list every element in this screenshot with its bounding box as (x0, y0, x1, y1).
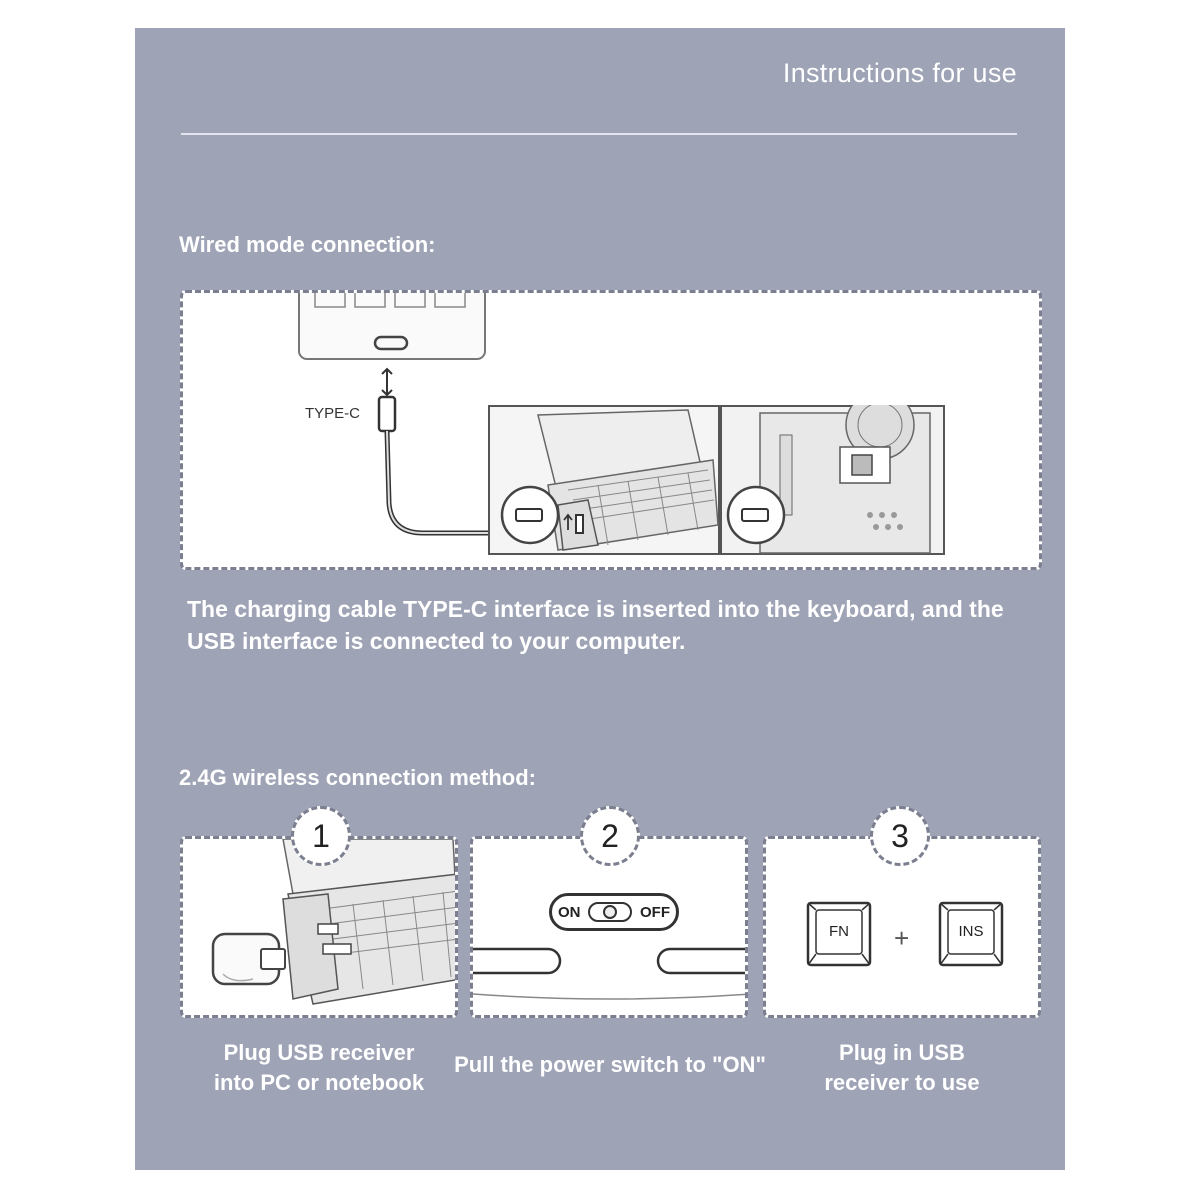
keyboard-illustration (298, 293, 486, 360)
laptop-receiver-illustration (211, 839, 455, 1005)
divider (181, 133, 1017, 135)
switch-off-label: OFF (640, 903, 670, 921)
fn-key-icon (806, 901, 872, 967)
ins-key-icon (938, 901, 1004, 967)
step-2-box: ON OFF (470, 836, 748, 1018)
step-2-number: 2 (580, 806, 640, 866)
step-3-caption-line1: Plug in USB (839, 1040, 965, 1065)
step-1-caption-line2: into PC or notebook (213, 1070, 425, 1095)
ins-key-label: INS (958, 923, 984, 940)
wired-description: The charging cable TYPE-C interface is i… (187, 596, 1004, 654)
keyboard-underside-illustration (473, 947, 745, 1000)
step-2-caption: Pull the power switch to "ON" (454, 1052, 766, 1077)
switch-track (588, 902, 633, 922)
instruction-panel: Instructions for use Wired mode connecti… (135, 28, 1065, 1170)
type-c-label: TYPE-C (305, 405, 361, 422)
step-1-caption-line1: Plug USB receiver (223, 1040, 415, 1065)
step-1-box (180, 836, 458, 1018)
page-title: Instructions for use (782, 58, 1017, 88)
wireless-section-title: 2.4G wireless connection method: (179, 765, 536, 790)
desktop-usb-illustration (720, 405, 945, 555)
switch-on-label: ON (558, 903, 581, 921)
double-arrow-icon (381, 367, 393, 397)
step-1-number: 1 (291, 806, 351, 866)
switch-knob (603, 905, 618, 919)
laptop-usb-illustration (488, 405, 720, 555)
step-3-box: FN + INS (763, 836, 1041, 1018)
power-switch: ON OFF (549, 893, 679, 931)
plus-sign: + (894, 923, 910, 953)
wired-illustration-box: TYPE-C (180, 290, 1042, 570)
step-3-caption-line2: receiver to use (824, 1070, 980, 1095)
wired-section-title: Wired mode connection: (179, 232, 436, 257)
step-3-caption: Plug in USB receiver to use (763, 1038, 1041, 1098)
step-3-number: 3 (870, 806, 930, 866)
type-c-cable (377, 395, 533, 536)
fn-key-label: FN (829, 923, 849, 940)
step-1-caption: Plug USB receiver into PC or notebook (180, 1038, 458, 1098)
